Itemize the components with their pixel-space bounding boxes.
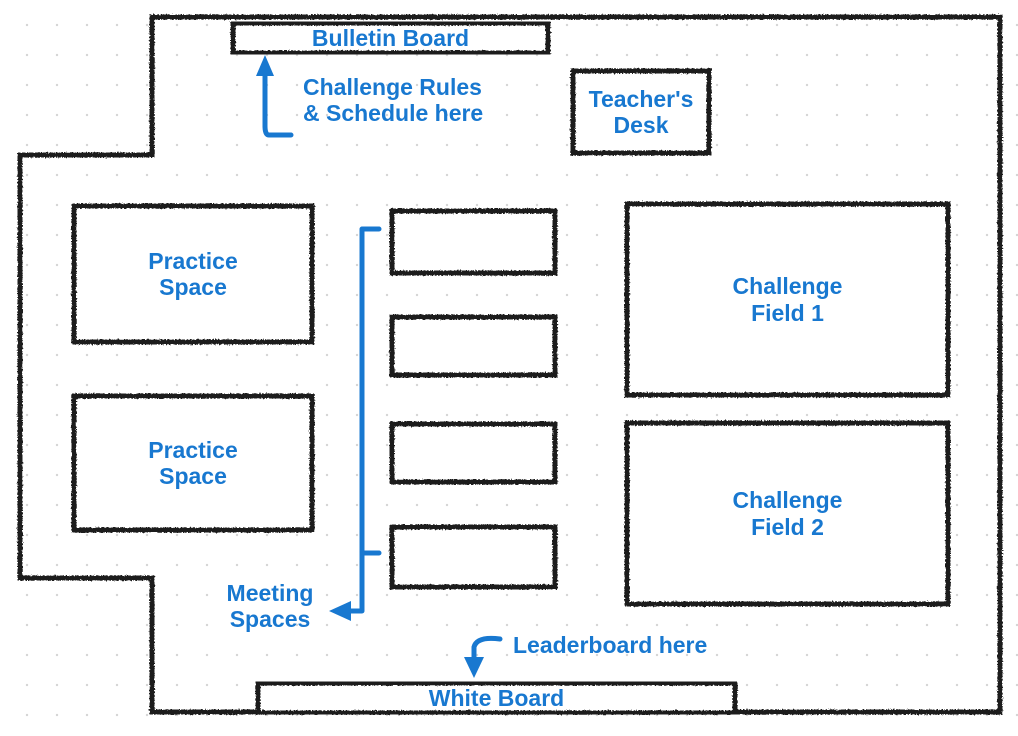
meeting-space-3-shape <box>389 421 558 485</box>
white-board-label: White Board <box>428 684 565 711</box>
door-jamb-marks <box>131 47 173 131</box>
bulletin-board-label: Bulletin Board <box>311 24 470 51</box>
white-board-shape <box>255 680 738 716</box>
teachers-desk-shape <box>570 68 712 156</box>
challenge-field-2-label: Challenge Field 2 <box>732 487 843 540</box>
leaderboard-annotation-label: Leaderboard here <box>513 632 708 658</box>
practice-space-1-label: Practice Space <box>148 247 238 300</box>
meeting-space-1-shape <box>389 208 558 276</box>
teachers-desk-label: Teacher's Desk <box>588 85 694 138</box>
meeting-space-4-shape <box>389 524 558 590</box>
meeting-space-2-shape <box>389 314 558 378</box>
challenge-field-2-shape <box>624 420 951 607</box>
practice-space-2-shape <box>71 393 315 533</box>
practice-space-2-label: Practice Space <box>148 436 238 489</box>
meeting-spaces-annotation-label: Meeting Spaces <box>226 580 314 633</box>
challenge-rules-annotation-label: Challenge Rules & Schedule here <box>303 74 484 127</box>
leaderboard-arrow <box>464 635 503 678</box>
challenge-field-1-label: Challenge Field 1 <box>732 273 843 326</box>
meeting-spaces-bracket <box>329 226 382 621</box>
practice-space-1-shape <box>71 203 315 345</box>
room-walls <box>17 14 1003 715</box>
challenge-rules-arrow <box>256 55 294 138</box>
challenge-field-1-shape <box>624 201 951 398</box>
bulletin-board-shape <box>230 20 551 56</box>
